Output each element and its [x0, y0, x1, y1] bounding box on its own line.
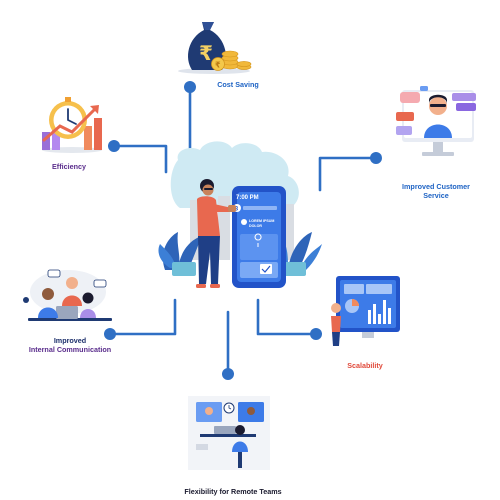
dot-efficiency: [108, 140, 120, 152]
svg-text:₹: ₹: [199, 41, 213, 65]
phone-time: 7:00 PM: [236, 195, 259, 201]
connector-efficiency: [112, 144, 168, 174]
connector-customer-service: [318, 156, 378, 192]
label-communication-line1: Improved: [53, 336, 87, 345]
dot-cost-saving: [184, 81, 196, 93]
dot-customer-service: [370, 152, 382, 164]
dot-communication: [104, 328, 116, 340]
label-communication-line2: Internal Communication: [28, 345, 112, 354]
phone-badge-number: 3: [235, 206, 239, 212]
label-customer-service: Improved Customer Service: [386, 182, 486, 200]
person-with-smartphone-icon: 7:00 PM 3 LOREM IPSUM DOLOR: [158, 141, 322, 288]
connector-communication: [108, 298, 177, 336]
label-efficiency: Efficiency: [52, 162, 86, 171]
support-agent-screen-icon: [396, 86, 476, 156]
label-remote-teams: Flexibility for Remote Teams: [184, 487, 282, 496]
dot-scalability: [310, 328, 322, 340]
video-conference-icon: [188, 396, 270, 470]
phone-text-line1: LOREM IPSUM: [249, 219, 274, 223]
team-meeting-icon: [23, 269, 112, 321]
label-cost-saving: Cost Saving: [217, 80, 259, 89]
connector-dots: [104, 81, 382, 380]
money-bag-coins-icon: ₹ ₹: [178, 22, 252, 74]
connectors: [108, 85, 378, 376]
label-customer-service-line1: Improved Customer: [402, 182, 470, 191]
phone-text-line2: DOLOR: [249, 224, 262, 228]
connector-scalability: [256, 298, 318, 336]
stopwatch-growth-chart-icon: [42, 97, 102, 153]
label-communication: Improved Internal Communication: [10, 336, 130, 354]
dot-remote: [222, 368, 234, 380]
label-scalability: Scalability: [347, 361, 383, 370]
svg-text:₹: ₹: [215, 61, 221, 70]
label-customer-service-line2: Service: [423, 191, 449, 200]
analytics-dashboard-icon: [331, 276, 400, 346]
